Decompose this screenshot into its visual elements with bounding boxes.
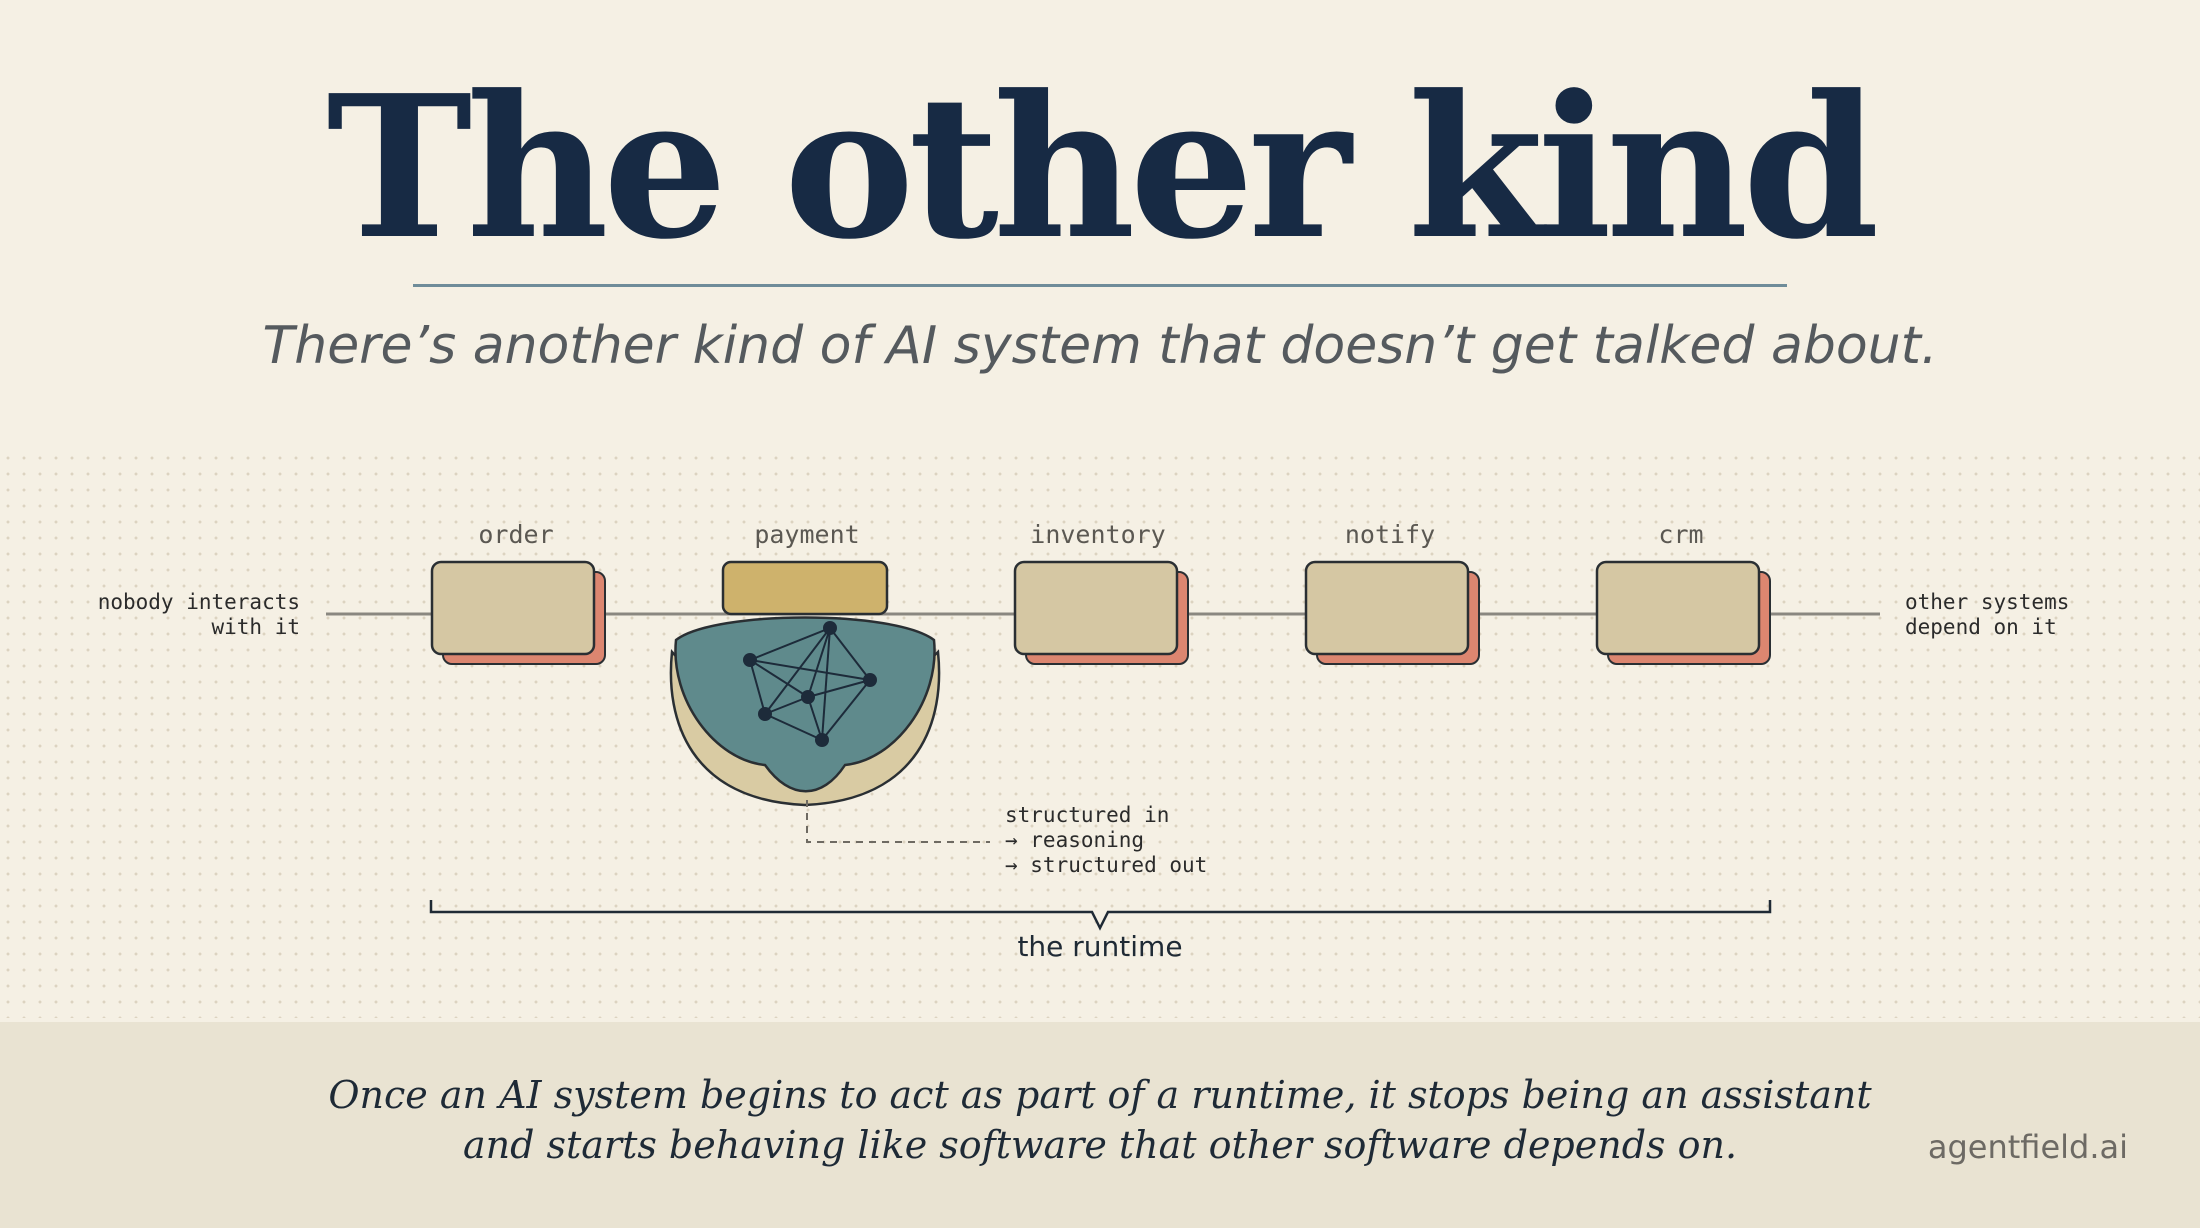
runtime-brace xyxy=(429,900,1772,931)
ai-pot-core xyxy=(674,616,936,793)
node-label-notify: notify xyxy=(1344,520,1436,549)
dotted-background xyxy=(0,450,2200,1018)
node-label-order: order xyxy=(478,520,554,549)
footer-quote-line: and starts behaving like software that o… xyxy=(462,1123,1738,1167)
node-inventory-box xyxy=(1013,560,1189,665)
node-notify-box xyxy=(1304,560,1480,665)
right-note-line: depend on it xyxy=(1905,615,2057,639)
node-crm-box xyxy=(1595,560,1771,665)
callout-line: structured in xyxy=(1005,803,1170,827)
page-title: The other kind xyxy=(326,53,1879,283)
node-label-crm: crm xyxy=(1658,520,1704,549)
node-label-inventory: inventory xyxy=(1030,520,1166,549)
runtime-label: the runtime xyxy=(1017,930,1183,963)
callout-line: → structured out xyxy=(1005,853,1208,877)
left-note: nobody interacts with it xyxy=(80,590,300,640)
payment-box-top xyxy=(721,560,889,616)
left-note-line: with it xyxy=(211,615,300,639)
page-subtitle: There’s another kind of AI system that d… xyxy=(262,316,1938,376)
footer-quote: Once an AI system begins to act as part … xyxy=(300,1070,1900,1170)
brand-name: agentfield.ai xyxy=(1927,1128,2128,1166)
node-order-box xyxy=(430,560,606,665)
footer-quote-line: Once an AI system begins to act as part … xyxy=(328,1073,1872,1117)
right-note-line: other systems xyxy=(1905,590,2070,614)
left-note-line: nobody interacts xyxy=(97,590,300,614)
right-note: other systems depend on it xyxy=(1905,590,2145,640)
callout-connector xyxy=(806,800,990,843)
callout-text: structured in → reasoning → structured o… xyxy=(1005,803,1265,878)
node-payment-ai xyxy=(669,560,941,807)
node-label-payment: payment xyxy=(754,520,860,549)
neural-network-icon xyxy=(749,627,871,741)
title-divider xyxy=(413,284,1787,287)
callout-line: → reasoning xyxy=(1005,828,1145,852)
footer-band xyxy=(0,1022,2200,1228)
